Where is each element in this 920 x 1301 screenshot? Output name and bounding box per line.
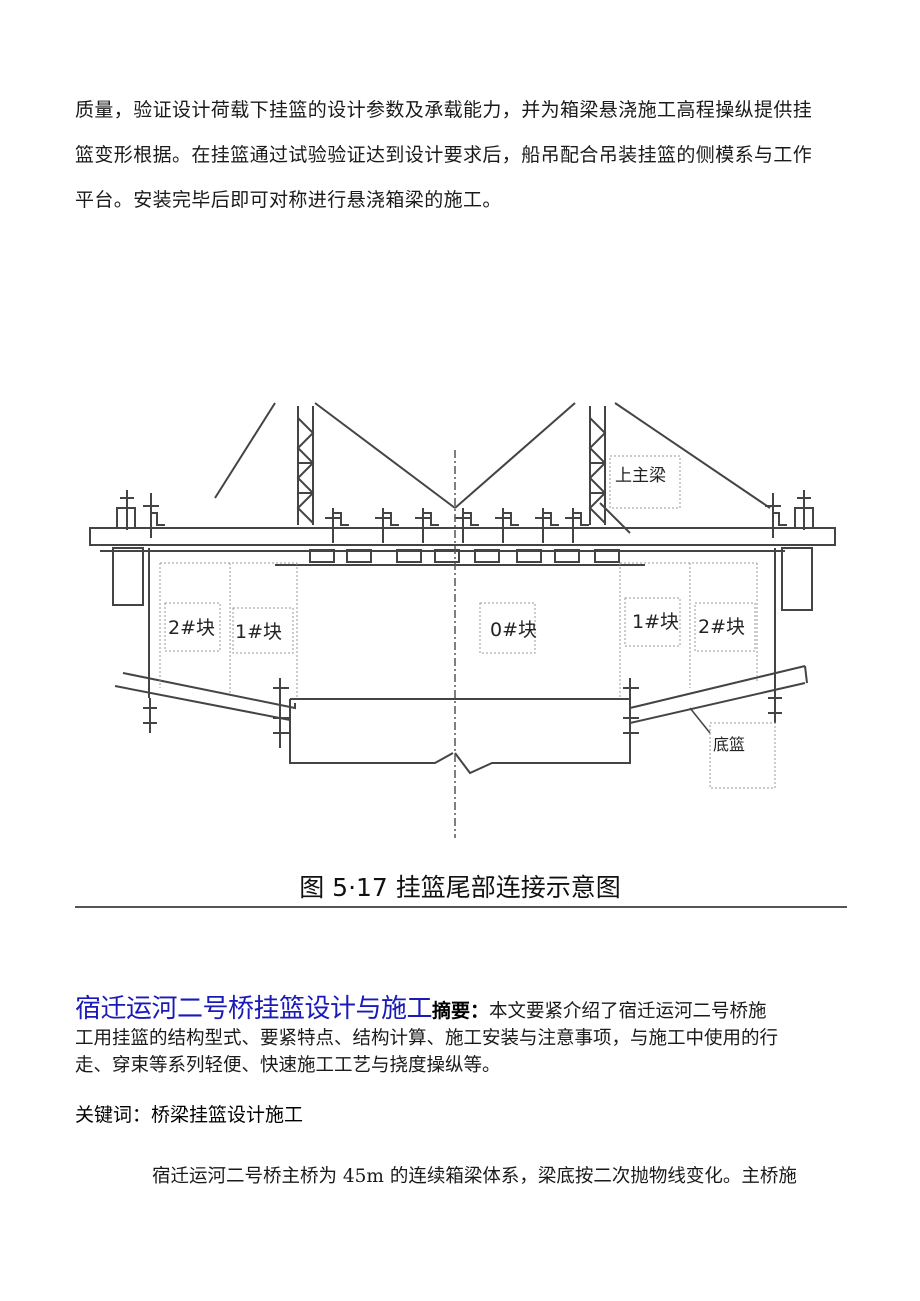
abstract-body: 工用挂篮的结构型式、要紧特点、结构计算、施工安装与注意事项，与施工中使用的行 走…	[75, 1025, 855, 1079]
hanging-basket-diagram: 上主梁 2#块 1#块 0#块 1#块 2#块 底篮	[85, 398, 845, 838]
label-block-2-right: 2#块	[698, 616, 745, 638]
label-block-1-right: 1#块	[632, 611, 679, 633]
label-block-0: 0#块	[490, 619, 537, 641]
figure-caption: 图 5·17 挂篮尾部连接示意图	[299, 873, 621, 902]
paragraph-line: 篮变形根据。在挂篮通过试验验证达到设计要求后，船吊配合吊装挂篮的侧模系与工作	[75, 144, 813, 166]
paragraph-line: 质量，验证设计荷载下挂篮的设计参数及承载能力，并为箱梁悬浇施工高程操纵提供挂	[75, 99, 813, 121]
paragraph-line: 平台。安装完毕后即可对称进行悬浇箱梁的施工。	[75, 189, 502, 211]
body-paragraph: 宿迁运河二号桥主桥为 45m 的连续箱梁体系，梁底按二次抛物线变化。主桥施	[152, 1166, 797, 1187]
abstract-line: 工用挂篮的结构型式、要紧特点、结构计算、施工安装与注意事项，与施工中使用的行	[75, 1028, 779, 1049]
abstract-line: 走、穿束等系列轻便、快速施工工艺与挠度操纵等。	[75, 1055, 501, 1076]
abstract-first-line: 本文要紧介绍了宿迁运河二号桥施	[489, 1001, 767, 1022]
label-block-2-left: 2#块	[168, 617, 215, 639]
label-bottom-basket: 底篮	[713, 735, 745, 754]
article-heading: 宿迁运河二号桥挂篮设计与施工摘要：本文要紧介绍了宿迁运河二号桥施	[75, 988, 865, 1025]
article-title: 宿迁运河二号桥挂篮设计与施工	[75, 994, 433, 1024]
label-upper-main-beam: 上主梁	[615, 466, 666, 486]
top-paragraph: 质量，验证设计荷载下挂篮的设计参数及承载能力，并为箱梁悬浇施工高程操纵提供挂 篮…	[75, 88, 850, 223]
caption-divider	[75, 906, 847, 908]
keywords: 关键词：桥梁挂篮设计施工	[75, 1104, 304, 1126]
label-block-1-left: 1#块	[235, 621, 282, 643]
abstract-label: 摘要：	[432, 1000, 490, 1022]
